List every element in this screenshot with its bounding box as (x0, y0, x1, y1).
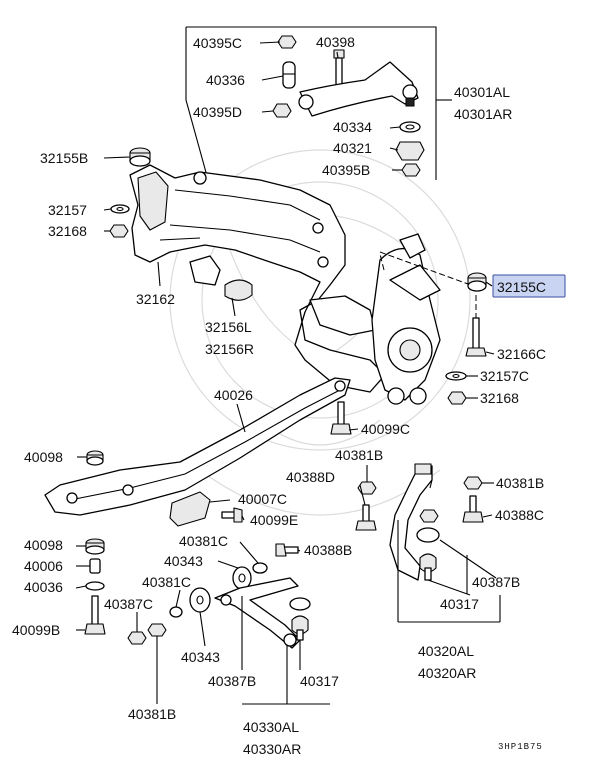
nut-40381B-bottom-icon (147, 623, 167, 637)
label-32162[interactable]: 32162 (136, 291, 175, 307)
nut-40381B-right-icon (463, 476, 483, 490)
label-40301AR[interactable]: 40301AR (454, 106, 512, 122)
label-40320AR[interactable]: 40320AR (418, 665, 476, 681)
bushing-40343-upper-icon (232, 566, 252, 590)
label-32168-right[interactable]: 32168 (480, 390, 519, 406)
label-40336[interactable]: 40336 (206, 72, 245, 88)
stay-40007C-icon (169, 491, 211, 527)
crossmember-icon (129, 164, 386, 393)
nut-40395C-icon (277, 35, 297, 49)
upper-arm-group-frame (185, 26, 452, 206)
label-40099B[interactable]: 40099B (12, 622, 60, 638)
label-40398[interactable]: 40398 (316, 34, 355, 50)
label-40301AL[interactable]: 40301AL (454, 84, 510, 100)
label-40007C[interactable]: 40007C (238, 491, 287, 507)
ball-joint-40317-right-icon (416, 509, 440, 581)
brace-40026-icon (44, 377, 351, 516)
bolt-40099B-icon (84, 595, 106, 635)
bushing-40098-upper-icon (86, 450, 104, 466)
bolt-40388D-icon (355, 504, 377, 531)
label-40381B-right[interactable]: 40381B (496, 475, 544, 491)
label-32157[interactable]: 32157 (48, 202, 87, 218)
bushing-40343-lower-icon (189, 587, 211, 613)
label-40334[interactable]: 40334 (333, 119, 372, 135)
label-40343-lower[interactable]: 40343 (181, 649, 220, 665)
label-40387B-right[interactable]: 40387B (472, 574, 520, 590)
ring-40334-icon (399, 121, 421, 133)
washer-32157C-icon (445, 371, 467, 381)
label-32166C[interactable]: 32166C (497, 346, 546, 362)
label-40343-upper[interactable]: 40343 (164, 553, 203, 569)
label-40099C[interactable]: 40099C (361, 421, 410, 437)
alignment-lines (379, 251, 477, 318)
label-32155C[interactable]: 32155C (497, 279, 546, 295)
label-40330AL[interactable]: 40330AL (243, 719, 299, 735)
label-40098-upper[interactable]: 40098 (24, 449, 63, 465)
label-40320AL[interactable]: 40320AL (418, 643, 474, 659)
bushing-40336-icon (282, 61, 296, 89)
label-40006[interactable]: 40006 (24, 558, 63, 574)
diagram-code: 3HP1B75 (498, 742, 543, 752)
label-40395D[interactable]: 40395D (193, 104, 242, 120)
label-40317-lower[interactable]: 40317 (300, 673, 339, 689)
steering-knuckle-icon (371, 233, 441, 405)
label-40026[interactable]: 40026 (214, 387, 253, 403)
label-40387B-lower[interactable]: 40387B (208, 673, 256, 689)
label-32157C[interactable]: 32157C (480, 368, 529, 384)
washer-40381C-lower-icon (169, 606, 183, 618)
label-40381B-top[interactable]: 40381B (335, 447, 383, 463)
nut-40387C-icon (127, 631, 147, 645)
bolt-40398-icon (333, 49, 345, 87)
nut-32168-right-icon (447, 391, 467, 405)
upper-control-arm-icon (298, 61, 419, 117)
bolt-40388B-icon (275, 543, 299, 557)
washer-40036-icon (85, 581, 105, 591)
nut-40381B-top-icon (357, 481, 377, 495)
label-40098-lower[interactable]: 40098 (24, 537, 63, 553)
bolt-40388C-icon (462, 495, 484, 523)
label-40388D[interactable]: 40388D (286, 469, 335, 485)
label-40395B[interactable]: 40395B (322, 162, 370, 178)
ball-joint-40317-lower-icon (289, 597, 311, 641)
label-40388C[interactable]: 40388C (495, 507, 544, 523)
bushing-32155C-icon (467, 272, 487, 292)
nut-40395B-icon (401, 163, 421, 177)
bushing-40098-lower-icon (85, 538, 105, 555)
label-40388B[interactable]: 40388B (304, 542, 352, 558)
label-32168-left[interactable]: 32168 (48, 223, 87, 239)
label-40381B-bottom[interactable]: 40381B (128, 706, 176, 722)
part-labels: 40395C 40398 40336 40395D 40301AL 40301A… (12, 34, 566, 757)
bracket-32156-icon (189, 255, 253, 301)
nut-32168-left-icon (109, 224, 129, 238)
label-40395C[interactable]: 40395C (193, 35, 242, 51)
label-40381C-lower[interactable]: 40381C (142, 574, 191, 590)
label-40387C[interactable]: 40387C (104, 596, 153, 612)
label-32156R[interactable]: 32156R (205, 341, 254, 357)
boot-40321-icon (395, 141, 425, 161)
label-40099E[interactable]: 40099E (250, 512, 298, 528)
bolt-40099E-icon (221, 507, 243, 523)
bolt-40099C-icon (330, 401, 352, 435)
highlight-32155C[interactable]: 32155C (492, 274, 566, 298)
label-40036[interactable]: 40036 (24, 579, 63, 595)
bushing-32155B-icon (129, 147, 151, 167)
label-40321[interactable]: 40321 (333, 140, 372, 156)
collar-40006-icon (89, 558, 101, 574)
washer-40381C-upper-icon (252, 562, 268, 574)
label-40381C-upper[interactable]: 40381C (179, 533, 228, 549)
leader-lines (75, 41, 501, 705)
bolt-32166C-icon (465, 317, 487, 357)
label-40317-right[interactable]: 40317 (440, 596, 479, 612)
label-32156L[interactable]: 32156L (205, 319, 252, 335)
label-40330AR[interactable]: 40330AR (243, 741, 301, 757)
label-32155B[interactable]: 32155B (40, 150, 88, 166)
lower-arm-40330-icon (214, 577, 301, 649)
nut-40395D-icon (272, 103, 292, 118)
washer-32157-icon (110, 204, 130, 214)
